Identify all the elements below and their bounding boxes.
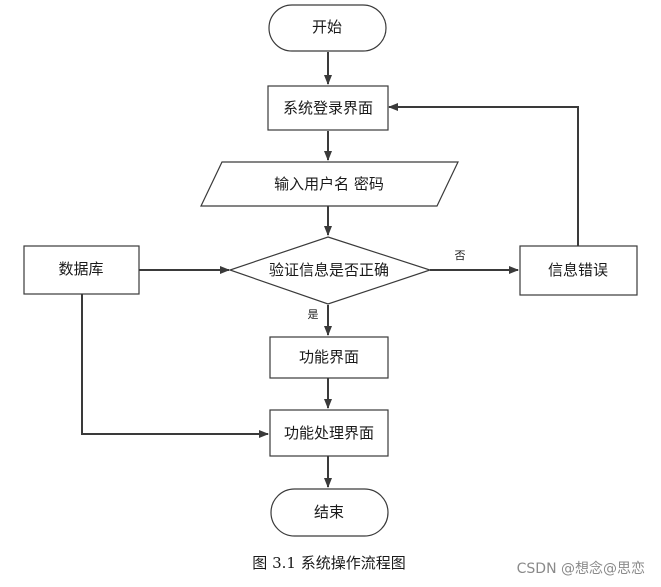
node-start-label: 开始 [312, 18, 342, 36]
node-function-label: 功能界面 [299, 348, 359, 366]
node-error-label: 信息错误 [548, 261, 608, 279]
figure-caption: 图 3.1 系统操作流程图 [252, 554, 405, 572]
edge-database-to-processing [81, 294, 269, 438]
node-verify: 验证信息是否正确 [228, 236, 432, 305]
node-input-label: 输入用户名 密码 [274, 175, 384, 193]
node-function: 功能界面 [269, 336, 389, 379]
node-processing: 功能处理界面 [269, 409, 389, 457]
node-database-label: 数据库 [58, 260, 103, 278]
node-end: 结束 [270, 488, 389, 537]
node-login-label: 系统登录界面 [283, 99, 373, 117]
node-database: 数据库 [23, 245, 140, 295]
node-verify-label: 验证信息是否正确 [269, 261, 389, 279]
node-login: 系统登录界面 [267, 85, 389, 131]
node-start: 开始 [268, 4, 387, 52]
node-error: 信息错误 [519, 245, 638, 296]
node-processing-label: 功能处理界面 [284, 424, 374, 442]
node-input: 输入用户名 密码 [200, 161, 459, 207]
node-end-label: 结束 [314, 503, 344, 521]
edge-label-no: 否 [455, 249, 466, 262]
watermark: CSDN @想念@思恋 [517, 560, 645, 577]
edge-error-to-login [388, 103, 579, 246]
edge-label-yes: 是 [308, 308, 319, 321]
